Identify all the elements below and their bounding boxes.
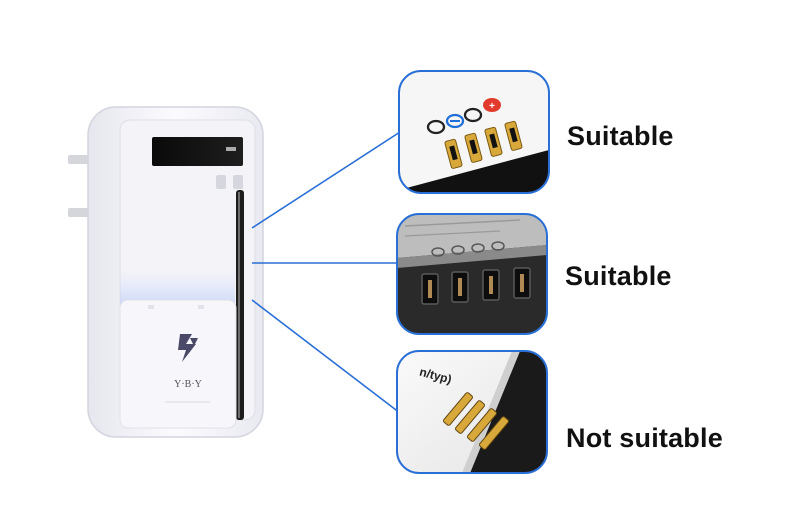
connector-lines <box>251 131 401 414</box>
panel-border-1 <box>398 70 550 194</box>
panel-border-3 <box>396 350 548 474</box>
brand-text: Y·B·Y <box>174 379 202 390</box>
lcd-display <box>152 137 243 166</box>
battery-panel-2 <box>396 213 548 335</box>
brand-logo <box>178 334 198 362</box>
connector-line-1 <box>251 131 401 229</box>
slider-clip <box>119 299 237 429</box>
universal-charger: Y·B·Y <box>68 106 264 438</box>
svg-text:+: + <box>489 101 495 112</box>
suitability-label-3: Not suitable <box>566 423 723 453</box>
suitability-label-1: Suitable <box>567 121 674 151</box>
suitability-label-2: Suitable <box>565 261 672 291</box>
battery-panel-1: + <box>398 70 550 194</box>
panel-border-2 <box>396 213 548 335</box>
connector-line-3 <box>251 299 401 414</box>
battery-panel-3: n/typ) <box>396 350 548 474</box>
